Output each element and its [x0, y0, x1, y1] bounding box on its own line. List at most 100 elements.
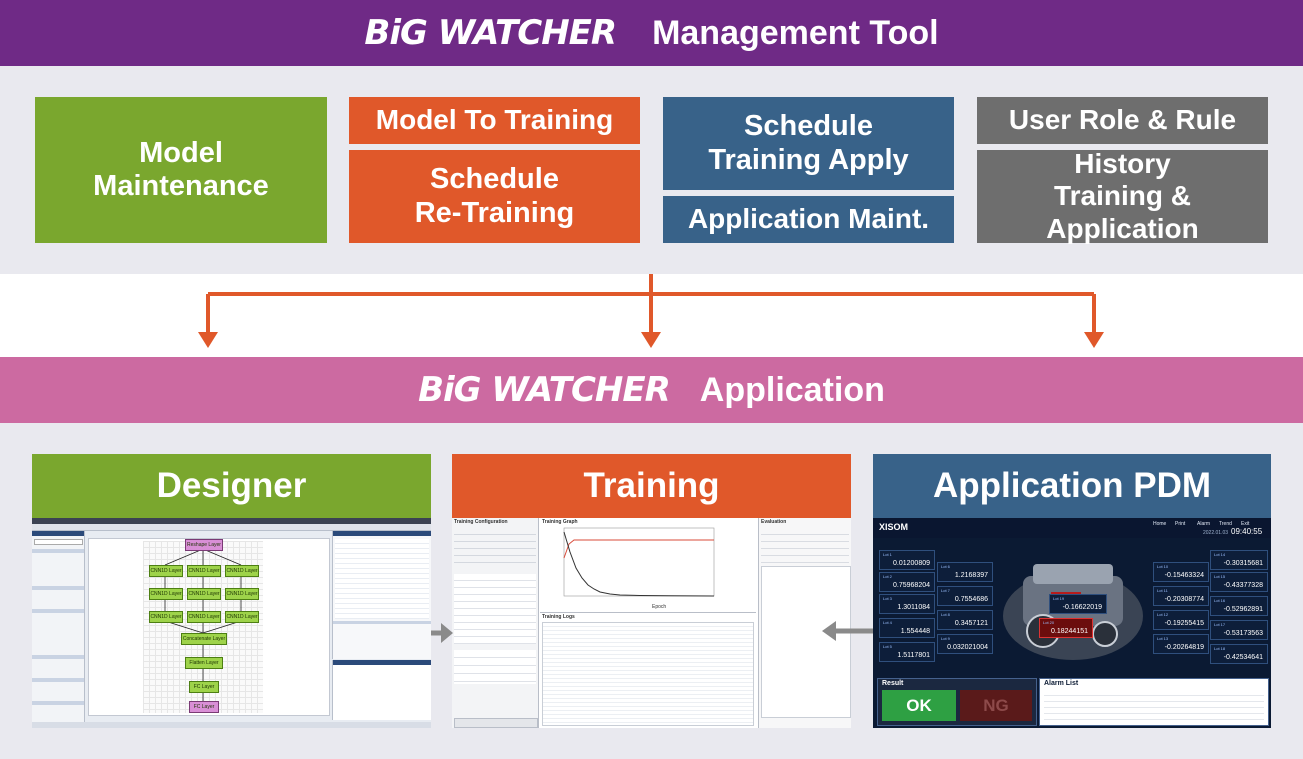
- sensor-value-box: Lot 14-0.30315681: [1210, 550, 1268, 570]
- designer-to-training-arrow: [431, 623, 453, 643]
- result-label: Result: [882, 680, 904, 687]
- graph-node: CNN1D Layer: [149, 565, 183, 577]
- designer-canvas: Reshape Layer CNN1D Layer CNN1D Layer CN…: [88, 538, 330, 716]
- layer-toolbox: [32, 531, 85, 728]
- graph-node: CNN1D Layer: [225, 588, 259, 600]
- property-panel: [332, 531, 431, 659]
- pdm-screenshot: XISOM Home Print Alarm Trend Exit 2022.0…: [873, 518, 1271, 728]
- training-header: Training: [452, 454, 851, 518]
- graph-node: CNN1D Layer: [187, 565, 221, 577]
- arrow-head-left: [198, 332, 218, 348]
- graph-node: CNN1D Layer: [225, 611, 259, 623]
- graph-node: FC Layer: [189, 681, 219, 693]
- bigwatcher-logo: BiG WATCHER: [364, 13, 617, 53]
- ng-indicator: NG: [960, 690, 1032, 721]
- config-title: Training Configuration: [454, 519, 508, 525]
- log-table: [542, 622, 754, 726]
- model-to-training-box: Model To Training: [349, 97, 640, 144]
- x-axis-label: Epoch: [652, 604, 667, 610]
- application-maint-box: Application Maint.: [663, 196, 954, 243]
- status-bar: [32, 722, 431, 728]
- management-banner: BiG WATCHER Management Tool: [0, 0, 1303, 66]
- bigwatcher-logo: BiG WATCHER: [418, 370, 671, 410]
- training-log: Training Logs: [540, 614, 756, 728]
- user-role-rule-box: User Role & Rule: [977, 97, 1268, 144]
- menu-trend[interactable]: Trend: [1219, 521, 1232, 527]
- box-line: User Role & Rule: [1008, 104, 1237, 136]
- output-panel: [332, 660, 431, 720]
- graph-node: CNN1D Layer: [225, 565, 259, 577]
- box-line: History: [1074, 148, 1171, 180]
- designer-screenshot: Reshape Layer CNN1D Layer CNN1D Layer CN…: [32, 518, 431, 728]
- application-banner: BiG WATCHER Application: [0, 357, 1303, 423]
- box-line: Training Apply: [708, 143, 909, 176]
- pdm-topbar: XISOM Home Print Alarm Trend Exit 2022.0…: [873, 518, 1271, 538]
- time-readout: 09:40:55: [1231, 527, 1263, 536]
- loss-chart: [563, 527, 715, 597]
- schedule-retraining-box: Schedule Re-Training: [349, 150, 640, 243]
- schedule-training-apply-box: Schedule Training Apply: [663, 97, 954, 190]
- application-title: Application: [699, 370, 885, 409]
- box-line: Re-Training: [414, 196, 575, 229]
- designer-header: Designer: [32, 454, 431, 518]
- model-maintenance-box: Model Maintenance: [35, 97, 327, 243]
- menu-alarm[interactable]: Alarm: [1197, 521, 1211, 527]
- accuracy-line: [563, 539, 714, 559]
- sensor-value-box: Lot 18-0.42534641: [1210, 644, 1268, 664]
- history-box: History Training & Application: [977, 148, 1268, 244]
- sensor-value-box: Lot 10-0.15463324: [1153, 562, 1209, 582]
- graph-node: CNN1D Layer: [187, 588, 221, 600]
- graph-node: FC Layer: [189, 701, 219, 713]
- graph-node: Flatten Layer: [185, 657, 223, 669]
- graph-node: CNN1D Layer: [149, 588, 183, 600]
- pdm-to-training-arrow: [822, 621, 873, 641]
- menu-home[interactable]: Home: [1153, 521, 1167, 527]
- menu-exit[interactable]: Exit: [1241, 521, 1250, 527]
- graph-node: CNN1D Layer: [149, 611, 183, 623]
- log-title: Training Logs: [542, 614, 575, 620]
- box-line: Training & Application: [1046, 180, 1199, 244]
- sensor-value-box: Lot 12-0.19255415: [1153, 610, 1209, 630]
- alarm-list-title: Alarm List: [1044, 680, 1079, 687]
- arrow-head-center: [641, 332, 661, 348]
- graph-node: Concatenate Layer: [181, 633, 227, 645]
- sensor-value-box: Lot 15-0.43377328: [1210, 572, 1268, 592]
- distribution-arrows: [198, 274, 1104, 348]
- ok-indicator: OK: [882, 690, 956, 721]
- date-readout: 2022.01.03: [1203, 530, 1229, 536]
- sensor-value-box: Lot 16-0.52962891: [1210, 596, 1268, 616]
- menu-print[interactable]: Print: [1175, 521, 1186, 527]
- training-graph: Training Graph Epoch: [540, 518, 756, 613]
- graph-title: Training Graph: [542, 519, 578, 525]
- xisom-logo: XISOM: [879, 522, 909, 532]
- graph-node: Reshape Layer: [185, 539, 223, 551]
- sensor-value-box: Lot 19-0.16622019: [1049, 594, 1107, 614]
- sensor-value-box: Lot 11-0.20308774: [1153, 586, 1209, 606]
- box-line: Maintenance: [93, 170, 269, 202]
- training-screenshot: Training Configuration Training Graph Ep…: [452, 518, 851, 728]
- menu-bar: [32, 524, 431, 531]
- evaluation-panel: Evaluation: [758, 518, 851, 728]
- alarm-table: [1044, 690, 1264, 722]
- window-titlebar: [32, 518, 431, 524]
- box-line: Application Maint.: [687, 203, 930, 235]
- alarm-list-panel: Alarm List: [1039, 678, 1269, 726]
- box-line: Model: [139, 136, 223, 169]
- graph-node: CNN1D Layer: [187, 611, 221, 623]
- result-panel: Result OK NG: [877, 678, 1037, 726]
- arrow-head-right: [1084, 332, 1104, 348]
- config-panel: Training Configuration: [452, 518, 539, 728]
- pdm-header: Application PDM: [873, 454, 1271, 518]
- box-line: Model To Training: [375, 104, 614, 136]
- sensor-value-box: Lot 17-0.53173563: [1210, 620, 1268, 640]
